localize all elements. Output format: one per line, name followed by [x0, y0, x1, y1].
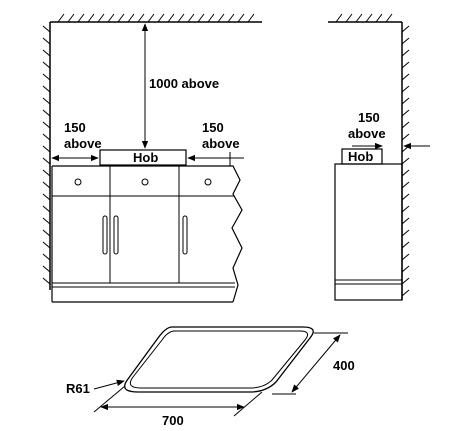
front-cabinet [51, 165, 243, 303]
side-ceiling [328, 13, 402, 23]
label-right-150: 150 [202, 120, 224, 135]
width-ext-left [93, 385, 126, 413]
door-handle-1 [102, 215, 108, 255]
front-hob [99, 149, 187, 166]
side-view: 150 above Hob [328, 13, 430, 301]
cutout-plan: 400 700 R61 [66, 326, 355, 428]
door-handle-2 [113, 215, 119, 255]
door-handle-3 [182, 215, 188, 255]
drawer-knob-2 [141, 178, 149, 186]
label-r61: R61 [66, 381, 90, 396]
label-side-above: above [348, 126, 386, 141]
drawer-knob-1 [74, 178, 82, 186]
label-1000-above: 1000 above [149, 76, 219, 91]
radius-leader [93, 379, 125, 390]
front-view: 1000 above Hob 150 above 150 above [42, 13, 262, 303]
front-ceiling [50, 13, 262, 23]
side-cabinet [334, 163, 403, 301]
label-400: 400 [333, 358, 355, 373]
label-side-150: 150 [358, 110, 380, 125]
label-left-above: above [64, 136, 102, 151]
label-right-above: above [202, 136, 240, 151]
side-hob-label: Hob [348, 149, 373, 164]
side-right-wall [401, 22, 410, 300]
label-left-150: 150 [64, 120, 86, 135]
drawer-knob-3 [204, 178, 212, 186]
front-hob-label: Hob [133, 150, 158, 165]
width-ext-right [233, 391, 263, 417]
cutout-outline-outer [124, 326, 314, 393]
label-700: 700 [162, 413, 184, 428]
depth-400-arrow [291, 334, 341, 393]
front-left-wall [42, 22, 51, 290]
